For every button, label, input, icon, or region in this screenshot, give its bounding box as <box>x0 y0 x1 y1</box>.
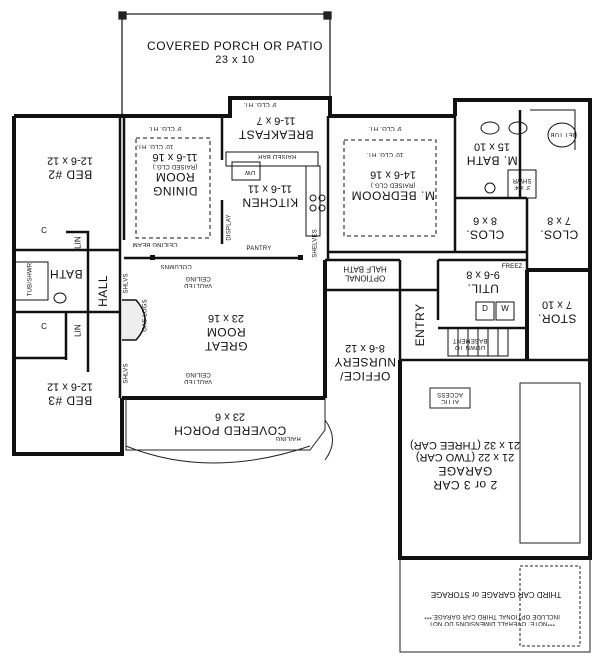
railing-label: RAILING <box>275 434 301 441</box>
linen-label-1: LIN <box>73 236 83 249</box>
jet-tub-label: JET TUB <box>550 130 576 137</box>
porch-patio-outline <box>118 11 332 116</box>
front-porch <box>125 398 333 464</box>
dishwasher-label: DW <box>244 168 256 175</box>
shower-label: 3' x 4'SHWR <box>512 176 532 190</box>
washer-dryer <box>475 301 515 321</box>
dining-clg-2: 10' CLG. HT. <box>136 142 174 149</box>
dryer-label: D <box>482 304 488 313</box>
dining-raised-ceiling <box>135 137 211 239</box>
fireplace <box>122 299 146 341</box>
dining-clg-1: 9' CLG. HT. <box>148 124 182 131</box>
hall-label: HALL <box>96 274 111 307</box>
linen-label-2: LIN <box>73 324 83 337</box>
utility-label: UTIL.9-6 x 8 <box>466 268 500 296</box>
washer-label: W <box>501 304 509 313</box>
bedroom-clg-2: 10' CLG. HT. <box>366 150 404 157</box>
columns <box>150 255 303 260</box>
raised-bar-label: RAISED BAR <box>257 152 297 159</box>
gas-logs-label: GAS LOGS <box>142 299 149 332</box>
closet-1-label: CLOS.8 x 6 <box>465 214 505 242</box>
bedroom-clg-1: 9' CLG. HT. <box>368 124 402 131</box>
fixtures <box>13 109 577 304</box>
pantry-label: PANTRY <box>246 246 272 252</box>
columns-label: COLUMNS <box>160 262 192 269</box>
stairs <box>447 327 509 357</box>
closet-c-1: C <box>41 226 47 235</box>
shelves-left-2: SHLVS <box>123 363 130 384</box>
third-car-label: THIRD CAR GARAGE or STORAGE <box>430 590 562 600</box>
storage-label: STOR.7 x 10 <box>537 298 577 326</box>
display-label: DISPLAY <box>226 214 233 241</box>
breakfast-ceiling: 9' CLG. HT. <box>243 100 277 107</box>
bath-label: BATH <box>49 266 83 281</box>
master-bedroom-label: M. BEDROOM(RAISED CLG.)14-6 x 16 <box>351 168 435 203</box>
entry-label: ENTRY <box>413 303 428 347</box>
freezer-label: FREEZ. <box>501 264 525 270</box>
ceiling-beam-label: CEILING BEAM <box>132 240 178 247</box>
interior-walls <box>14 110 590 398</box>
garage-outline <box>399 382 591 653</box>
kitchen-counters <box>225 151 326 237</box>
shelves-left-1: SHLVS <box>123 273 130 294</box>
closet-2-label: CLOS.7 x 8 <box>539 214 579 242</box>
closet-c-2: C <box>41 322 47 331</box>
tub-shower-label: TUB/SHWR <box>27 262 34 297</box>
shelves-label: SHELVES <box>312 229 319 258</box>
bedroom-raised-ceiling <box>343 139 437 237</box>
